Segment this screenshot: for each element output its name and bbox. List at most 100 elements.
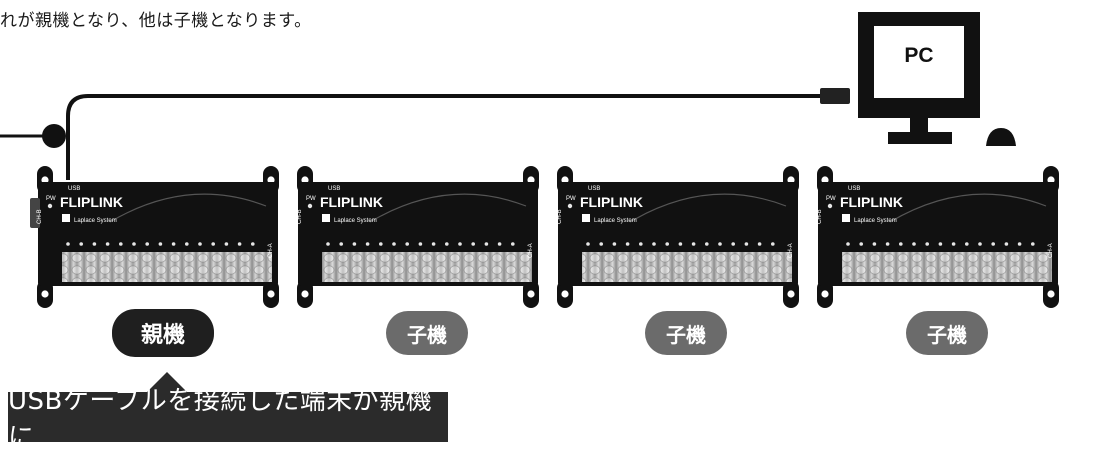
led-dot	[586, 242, 590, 246]
keypad-strip	[582, 252, 792, 282]
keypad-strip	[322, 252, 532, 282]
led-dot	[951, 242, 956, 246]
led-dot	[484, 242, 489, 246]
pw-label: PW	[566, 196, 576, 202]
led-dot	[237, 242, 242, 246]
led-dot	[859, 242, 863, 246]
ch-b-label: CH-B	[37, 209, 43, 224]
led-dot	[339, 242, 344, 246]
callout-arrow	[145, 372, 189, 394]
role-badge-child: 子機	[645, 311, 727, 355]
diagram-stage: れが親機となり、他は子機となります。	[0, 11, 1059, 453]
led-dot	[171, 242, 176, 246]
usb-cable	[66, 94, 824, 180]
led-dot	[198, 242, 202, 246]
led-dot	[731, 242, 735, 246]
led-dot	[458, 242, 462, 246]
led-dot	[899, 242, 903, 246]
led-dot	[352, 242, 357, 246]
led-dot	[639, 242, 643, 246]
intro-text: れが親機となり、他は子機となります。	[0, 11, 312, 31]
led-dot	[846, 242, 850, 246]
ch-b-label: CH-B	[557, 209, 563, 224]
led-dot	[132, 242, 136, 246]
pc-icon	[858, 12, 1016, 146]
led-dot	[471, 242, 476, 246]
led-dot	[445, 242, 449, 246]
pw-label: PW	[826, 196, 836, 202]
side-connector	[30, 198, 40, 228]
pw-label: PW	[306, 196, 316, 202]
led-dot	[211, 242, 215, 246]
led-dot	[511, 242, 515, 246]
led-dot	[872, 242, 877, 246]
led-dot	[691, 242, 696, 246]
maker-text: Laplace System	[854, 218, 897, 224]
led-dot	[145, 242, 149, 246]
usb-label: USB	[328, 186, 340, 192]
led-dot	[224, 242, 229, 246]
brand-logo-text: FLIPLINK	[320, 194, 383, 210]
led-dot	[925, 242, 929, 246]
callout-box: USBケーブルを接続した端末が親機に	[8, 386, 448, 453]
led-dot	[652, 242, 656, 246]
ch-a-label: CH-A	[788, 243, 794, 258]
led-dot	[365, 242, 370, 246]
led-dot	[1004, 242, 1009, 246]
usb-label: USB	[848, 186, 860, 192]
led-dot	[991, 242, 995, 246]
pc-label: PC	[904, 44, 934, 67]
led-dot	[612, 242, 617, 246]
led-dot	[379, 242, 383, 246]
led-dot	[405, 242, 410, 246]
maker-text: Laplace System	[594, 218, 637, 224]
led-dot	[938, 242, 943, 246]
device-unit: USB PW FLIPLINK Laplace System CH-B CH-A	[557, 166, 799, 308]
led-dot	[625, 242, 630, 246]
brand-logo-text: FLIPLINK	[580, 194, 643, 210]
maker-icon	[842, 214, 850, 222]
brand-logo-text: FLIPLINK	[840, 194, 903, 210]
led-dot	[599, 242, 603, 246]
ch-a-label: CH-A	[268, 243, 274, 258]
maker-text: Laplace System	[74, 218, 117, 224]
led-dot	[771, 242, 775, 246]
keypad-strip	[62, 252, 272, 282]
led-dot	[705, 242, 709, 246]
led-dot	[744, 242, 749, 246]
led-dot	[392, 242, 396, 246]
led-dot	[251, 242, 255, 246]
led-dot	[158, 242, 163, 246]
led-dot	[665, 242, 669, 246]
led-dot	[718, 242, 722, 246]
led-dot	[1017, 242, 1022, 246]
pw-label: PW	[46, 196, 56, 202]
maker-icon	[322, 214, 330, 222]
role-badge-child: 子機	[906, 311, 988, 355]
led-dot	[978, 242, 982, 246]
led-dot	[431, 242, 436, 246]
maker-text: Laplace System	[334, 218, 377, 224]
usb-label: USB	[588, 186, 600, 192]
led-dot	[185, 242, 189, 246]
led-dot	[1031, 242, 1035, 246]
led-dot	[66, 242, 70, 246]
usb-plug	[820, 88, 850, 104]
maker-icon	[582, 214, 590, 222]
role-badge-master: 親機	[112, 309, 214, 357]
keypad-strip	[842, 252, 1052, 282]
led-dot	[92, 242, 97, 246]
wiring-diagram: USB PW FLIPLINK Laplace System CH-B CH-A USB PW…	[0, 12, 1059, 308]
led-dot	[79, 242, 83, 246]
ch-a-label: CH-A	[528, 243, 534, 258]
led-dot	[497, 242, 502, 246]
led-dot	[757, 242, 762, 246]
led-dot	[418, 242, 423, 246]
external-link-node	[42, 124, 66, 148]
led-dot	[678, 242, 683, 246]
led-dot	[326, 242, 330, 246]
ch-b-label: CH-B	[297, 209, 303, 224]
role-badge-child: 子機	[386, 311, 468, 355]
